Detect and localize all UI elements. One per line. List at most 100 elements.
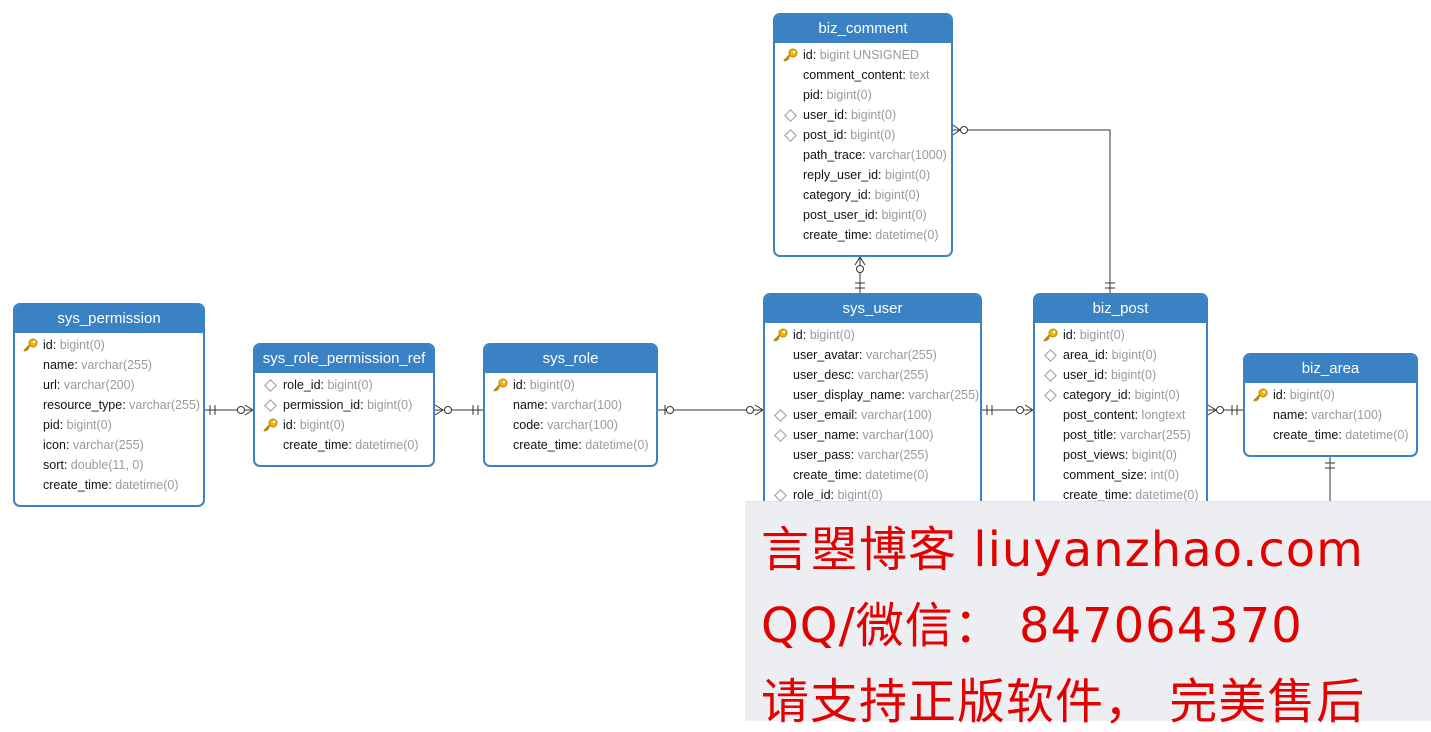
field-row[interactable]: create_time: datetime(0) <box>1273 428 1409 442</box>
field-row[interactable]: pid: bigint(0) <box>43 418 112 432</box>
field-type: varchar(255) <box>908 388 980 402</box>
field-type: bigint(0) <box>850 108 897 122</box>
entity-title: sys_role_permission_ref <box>255 345 433 373</box>
field-name: create_time <box>43 478 109 492</box>
field-row[interactable]: category_id: bigint(0) <box>803 188 920 202</box>
primary-key-icon <box>1042 328 1058 342</box>
field-row[interactable]: create_time: datetime(0) <box>283 438 419 452</box>
field-row[interactable]: user_pass: varchar(255) <box>793 448 929 462</box>
field-row[interactable]: user_id: bigint(0) <box>775 105 951 125</box>
field-name: icon <box>43 438 66 452</box>
field-row[interactable]: area_id: bigint(0) <box>1035 345 1206 365</box>
index-diamond-icon <box>1044 369 1057 382</box>
field-name: id <box>513 378 523 392</box>
field-row[interactable]: id: bigint(0) <box>485 375 656 395</box>
field-name: url <box>43 378 57 392</box>
field-name: user_name <box>793 428 856 442</box>
field-row[interactable]: reply_user_id: bigint(0) <box>803 168 931 182</box>
entity-sys-permission[interactable]: sys_permission id: bigint(0)name: varcha… <box>13 303 205 507</box>
field-type: bigint(0) <box>1111 348 1157 362</box>
entity-sys-role[interactable]: sys_role id: bigint(0) name: varchar(100)… <box>483 343 658 467</box>
primary-key-icon <box>772 328 788 342</box>
field-row[interactable]: post_id: bigint(0) <box>775 125 951 145</box>
field-type: varchar(255) <box>865 348 937 362</box>
field-type: bigint(0) <box>59 338 105 352</box>
field-row[interactable]: post_views: bigint(0) <box>1063 448 1177 462</box>
field-row[interactable]: user_name: varchar(100) <box>765 425 980 445</box>
entity-sys-user[interactable]: sys_user id: bigint(0)user_avatar: varch… <box>763 293 982 517</box>
field-row[interactable]: user_avatar: varchar(255) <box>793 348 937 362</box>
field-row[interactable]: create_time: datetime(0) <box>43 478 179 492</box>
field-row[interactable]: create_time: datetime(0) <box>803 228 939 242</box>
field-list: id: bigint(0) name: varchar(255) url: varc… <box>15 333 203 495</box>
field-name: id <box>1063 328 1073 342</box>
entity-title: biz_post <box>1035 295 1206 323</box>
field-row[interactable]: create_time: datetime(0) <box>513 438 649 452</box>
field-row[interactable]: id: bigint(0) <box>15 335 203 355</box>
field-type: bigint(0) <box>881 208 927 222</box>
field-row[interactable]: create_time: datetime(0) <box>1063 488 1199 502</box>
field-row[interactable]: icon: varchar(255) <box>43 438 144 452</box>
field-name: user_desc <box>793 368 851 382</box>
field-type: bigint(0) <box>1079 328 1125 342</box>
field-row[interactable]: sort: double(11, 0) <box>43 458 144 472</box>
field-row[interactable]: create_time: datetime(0) <box>793 468 929 482</box>
field-name: reply_user_id <box>803 168 879 182</box>
field-row[interactable]: role_id: bigint(0) <box>765 485 980 505</box>
entity-title: biz_comment <box>775 15 951 43</box>
field-row[interactable]: code: varchar(100) <box>513 418 618 432</box>
field-row[interactable]: post_user_id: bigint(0) <box>803 208 927 222</box>
field-type: bigint UNSIGNED <box>819 48 920 62</box>
watermark-line-contact: QQ/微信： 847064370 <box>761 598 1303 654</box>
primary-key-icon <box>782 48 798 62</box>
index-diamond-icon <box>1044 349 1057 362</box>
field-list: id: bigint(0)area_id: bigint(0)user_id: … <box>1035 323 1206 505</box>
field-row[interactable]: id: bigint(0) <box>765 325 980 345</box>
field-type: bigint(0) <box>1289 388 1335 402</box>
field-row[interactable]: permission_id: bigint(0) <box>255 395 433 415</box>
field-name: id <box>793 328 803 342</box>
crow-foot <box>1207 409 1217 416</box>
entity-sys-role-permission-ref[interactable]: sys_role_permission_ref role_id: bigint(… <box>253 343 435 467</box>
entity-biz-comment[interactable]: biz_comment id: bigint UNSIGNED comment_c… <box>773 13 953 257</box>
field-name: name <box>43 358 75 372</box>
entity-title: sys_role <box>485 345 656 373</box>
optional-marker <box>444 406 452 414</box>
field-row[interactable]: resource_type: varchar(255) <box>43 398 201 412</box>
field-row[interactable]: url: varchar(200) <box>43 378 135 392</box>
field-row[interactable]: name: varchar(100) <box>513 398 623 412</box>
field-list: id: bigint(0) name: varchar(100) create_ti… <box>1245 383 1416 445</box>
field-row[interactable]: pid: bigint(0) <box>803 88 872 102</box>
field-type: datetime(0) <box>1345 428 1409 442</box>
field-row[interactable]: post_title: varchar(255) <box>1063 428 1191 442</box>
field-row[interactable]: category_id: bigint(0) <box>1035 385 1206 405</box>
field-row[interactable]: id: bigint(0) <box>1245 385 1416 405</box>
field-type: datetime(0) <box>1135 488 1199 502</box>
field-name: user_pass <box>793 448 851 462</box>
field-row[interactable]: id: bigint(0) <box>1035 325 1206 345</box>
field-row[interactable]: id: bigint(0) <box>255 415 433 435</box>
field-row[interactable]: name: varchar(100) <box>1273 408 1383 422</box>
watermark-line-site: 言曌博客 liuyanzhao.com <box>761 522 1364 578</box>
field-name: create_time <box>793 468 859 482</box>
entity-biz-post[interactable]: biz_post id: bigint(0)area_id: bigint(0)… <box>1033 293 1208 517</box>
field-row[interactable]: path_trace: varchar(1000) <box>803 148 947 162</box>
crow-foot <box>754 404 764 411</box>
field-row[interactable]: user_email: varchar(100) <box>765 405 980 425</box>
field-row[interactable]: user_display_name: varchar(255) <box>793 388 980 402</box>
field-name: create_time <box>1273 428 1339 442</box>
crow-foot <box>952 124 961 131</box>
field-type: varchar(100) <box>861 408 932 422</box>
field-type: bigint(0) <box>66 418 112 432</box>
field-row[interactable]: user_id: bigint(0) <box>1035 365 1206 385</box>
field-row[interactable]: user_desc: varchar(255) <box>793 368 929 382</box>
field-row[interactable]: post_content: longtext <box>1063 408 1186 422</box>
entity-biz-area[interactable]: biz_area id: bigint(0)name: varchar(100)… <box>1243 353 1418 457</box>
field-row[interactable]: comment_size: int(0) <box>1063 468 1180 482</box>
field-name: pid <box>43 418 60 432</box>
field-type: datetime(0) <box>355 438 419 452</box>
field-row[interactable]: role_id: bigint(0) <box>255 375 433 395</box>
field-row[interactable]: name: varchar(255) <box>43 358 153 372</box>
field-row[interactable]: comment_content: text <box>803 68 930 82</box>
field-row[interactable]: id: bigint UNSIGNED <box>775 45 951 65</box>
